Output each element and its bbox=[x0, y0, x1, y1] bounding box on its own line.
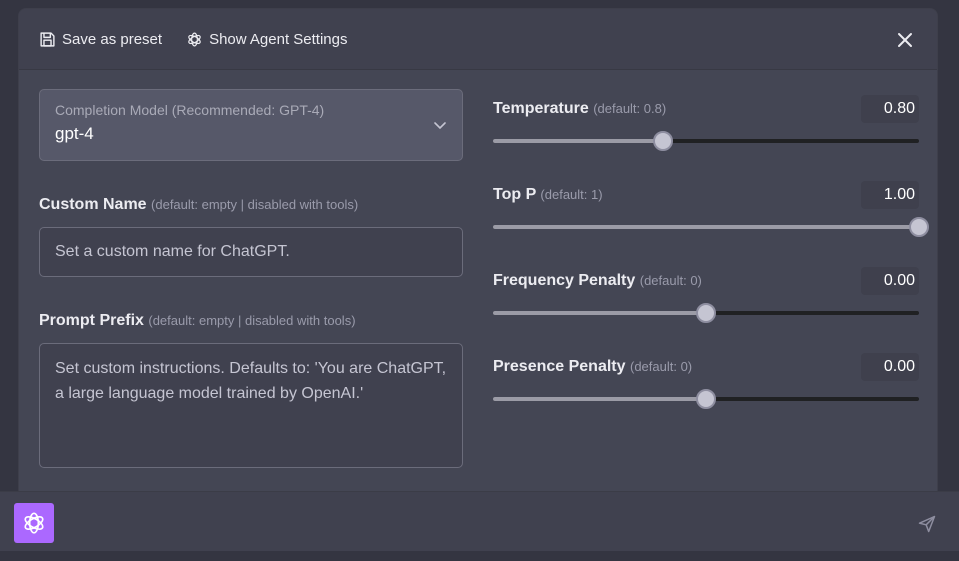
temperature-hint: (default: 0.8) bbox=[593, 101, 667, 116]
temperature-slider[interactable] bbox=[493, 131, 919, 151]
save-preset-button[interactable]: Save as preset bbox=[39, 31, 162, 48]
save-preset-label: Save as preset bbox=[62, 30, 163, 48]
temperature-label: Temperature (default: 0.8) bbox=[493, 100, 666, 118]
temperature-slider-thumb[interactable] bbox=[653, 131, 674, 151]
presence-penalty-slider-fill bbox=[493, 397, 706, 401]
top-p-title: Top P bbox=[493, 186, 536, 203]
presence-penalty-slider-thumb[interactable] bbox=[696, 389, 716, 409]
close-icon[interactable] bbox=[895, 30, 915, 50]
frequency-penalty-slider-thumb[interactable] bbox=[696, 303, 716, 323]
prompt-prefix-label: Prompt Prefix (default: empty | disabled… bbox=[39, 312, 356, 330]
custom-name-title: Custom Name bbox=[39, 196, 147, 213]
presence-penalty-slider[interactable] bbox=[493, 389, 919, 409]
show-agent-settings-button[interactable]: Show Agent Settings bbox=[186, 30, 348, 48]
top-p-slider-fill bbox=[493, 225, 919, 229]
settings-header: Save as preset Show Agent Settings bbox=[19, 9, 937, 70]
completion-model-select[interactable]: Completion Model (Recommended: GPT-4) gp… bbox=[39, 89, 463, 161]
prompt-prefix-hint: (default: empty | disabled with tools) bbox=[148, 313, 356, 328]
frequency-penalty-slider-row: Frequency Penalty (default: 0) 0.00 bbox=[493, 267, 919, 327]
presence-penalty-title: Presence Penalty bbox=[493, 358, 626, 375]
prompt-prefix-title: Prompt Prefix bbox=[39, 312, 144, 329]
completion-model-label: Completion Model (Recommended: GPT-4) bbox=[55, 102, 325, 118]
frequency-penalty-hint: (default: 0) bbox=[639, 273, 702, 288]
presence-penalty-slider-row: Presence Penalty (default: 0) 0.00 bbox=[493, 353, 919, 413]
presence-penalty-hint: (default: 0) bbox=[629, 359, 693, 374]
top-p-slider[interactable] bbox=[493, 217, 929, 237]
frequency-penalty-label: Frequency Penalty (default: 0) bbox=[493, 272, 702, 290]
prompt-prefix-input[interactable] bbox=[39, 343, 463, 468]
custom-name-hint: (default: empty | disabled with tools) bbox=[151, 197, 359, 212]
temperature-value[interactable]: 0.80 bbox=[861, 95, 919, 123]
chat-input-bar[interactable] bbox=[0, 491, 959, 551]
send-icon[interactable] bbox=[917, 514, 937, 534]
custom-name-label: Custom Name (default: empty | disabled w… bbox=[39, 196, 358, 214]
temperature-slider-row: Temperature (default: 0.8) 0.80 bbox=[493, 95, 919, 155]
frequency-penalty-slider-fill bbox=[493, 311, 706, 315]
floppy-disk-icon bbox=[40, 31, 55, 47]
custom-name-input[interactable] bbox=[39, 227, 463, 277]
top-p-value[interactable]: 1.00 bbox=[861, 181, 919, 209]
temperature-title: Temperature bbox=[493, 100, 589, 117]
frequency-penalty-slider[interactable] bbox=[493, 303, 919, 323]
top-p-label: Top P (default: 1) bbox=[493, 186, 603, 204]
temperature-slider-fill bbox=[493, 139, 664, 143]
settings-panel: Save as preset Show Agent Settings Compl… bbox=[18, 8, 938, 498]
top-p-slider-thumb[interactable] bbox=[909, 217, 929, 237]
frequency-penalty-value[interactable]: 0.00 bbox=[861, 267, 919, 295]
show-agent-settings-label: Show Agent Settings bbox=[209, 30, 348, 48]
chevron-down-icon bbox=[434, 122, 446, 130]
footer bbox=[0, 491, 959, 561]
completion-model-value: gpt-4 bbox=[55, 124, 94, 143]
presence-penalty-value[interactable]: 0.00 bbox=[861, 353, 919, 381]
top-p-slider-row: Top P (default: 1) 1.00 bbox=[493, 181, 929, 241]
frequency-penalty-title: Frequency Penalty bbox=[493, 272, 636, 289]
agent-avatar-button[interactable] bbox=[14, 503, 54, 543]
openai-logo-icon bbox=[24, 512, 44, 534]
top-p-hint: (default: 1) bbox=[540, 187, 603, 202]
openai-logo-icon bbox=[188, 32, 201, 46]
left-column: Completion Model (Recommended: GPT-4) gp… bbox=[39, 89, 464, 468]
presence-penalty-label: Presence Penalty (default: 0) bbox=[493, 358, 692, 376]
